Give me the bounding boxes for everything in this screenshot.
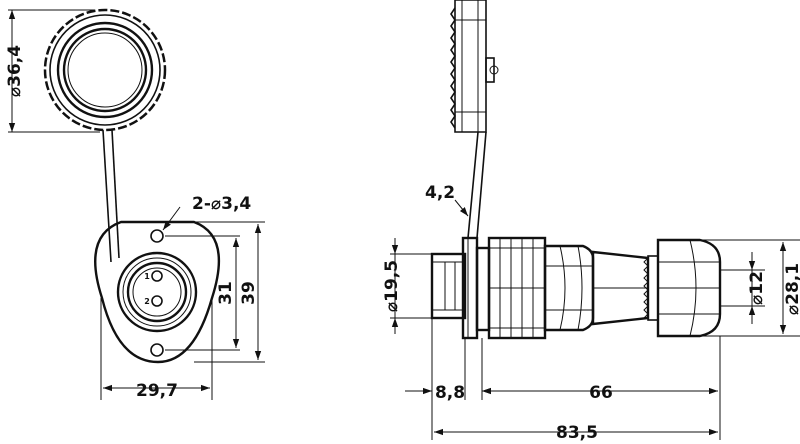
mount-holes-callout: 2-⌀3,4 <box>162 194 251 231</box>
pin-1-label: 1 <box>144 272 150 281</box>
side-strap <box>467 131 487 239</box>
front-length-label: 8,8 <box>435 383 465 403</box>
rear-length-label: 66 <box>589 383 613 403</box>
connector-body <box>543 244 650 332</box>
height-dimensions: 31 39 <box>165 221 265 363</box>
total-length-label: 83,5 <box>556 423 598 443</box>
side-cap <box>450 0 499 133</box>
flange-width-dimension: 29,7 <box>100 298 213 401</box>
thread-diameter-dimension: ⌀19,5 <box>382 238 432 334</box>
length-dimensions: 8,8 66 83,5 <box>405 318 721 443</box>
pin-2-contact <box>151 295 163 307</box>
pin-2-label: 2 <box>144 297 150 306</box>
outer-height-label: 39 <box>239 281 259 305</box>
dust-cap <box>43 8 167 132</box>
mount-hole-top <box>150 229 164 243</box>
front-view: ⌀36,4 1 2 2-⌀3,4 <box>5 8 265 401</box>
flange-thickness-label: 4,2 <box>425 183 455 203</box>
cable-gland <box>643 238 722 338</box>
inner-height-label: 31 <box>216 281 236 305</box>
flange-width-label: 29,7 <box>136 381 178 401</box>
mount-holes-label: 2-⌀3,4 <box>192 194 251 214</box>
cable-diameter-dimension: ⌀12 <box>720 252 767 324</box>
side-view: ⌀19,5 4,2 ⌀28,1 ⌀12 <box>382 0 800 443</box>
cap-diameter-dimension: ⌀36,4 <box>5 9 100 133</box>
lanyard-strap <box>102 129 120 263</box>
thread-diameter-label: ⌀19,5 <box>382 260 402 312</box>
body-diameter-dimension: ⌀28,1 <box>700 239 800 337</box>
pin-1-contact <box>151 270 163 282</box>
cap-diameter-label: ⌀36,4 <box>5 45 25 97</box>
flange-thickness-callout: 4,2 <box>425 183 469 217</box>
mount-hole-bottom <box>150 343 164 357</box>
cable-diameter-label: ⌀12 <box>747 271 767 305</box>
body-diameter-label: ⌀28,1 <box>783 263 800 315</box>
mount-flange: 1 2 <box>94 220 220 364</box>
coupling-nut <box>487 236 547 340</box>
front-thread <box>430 236 491 340</box>
